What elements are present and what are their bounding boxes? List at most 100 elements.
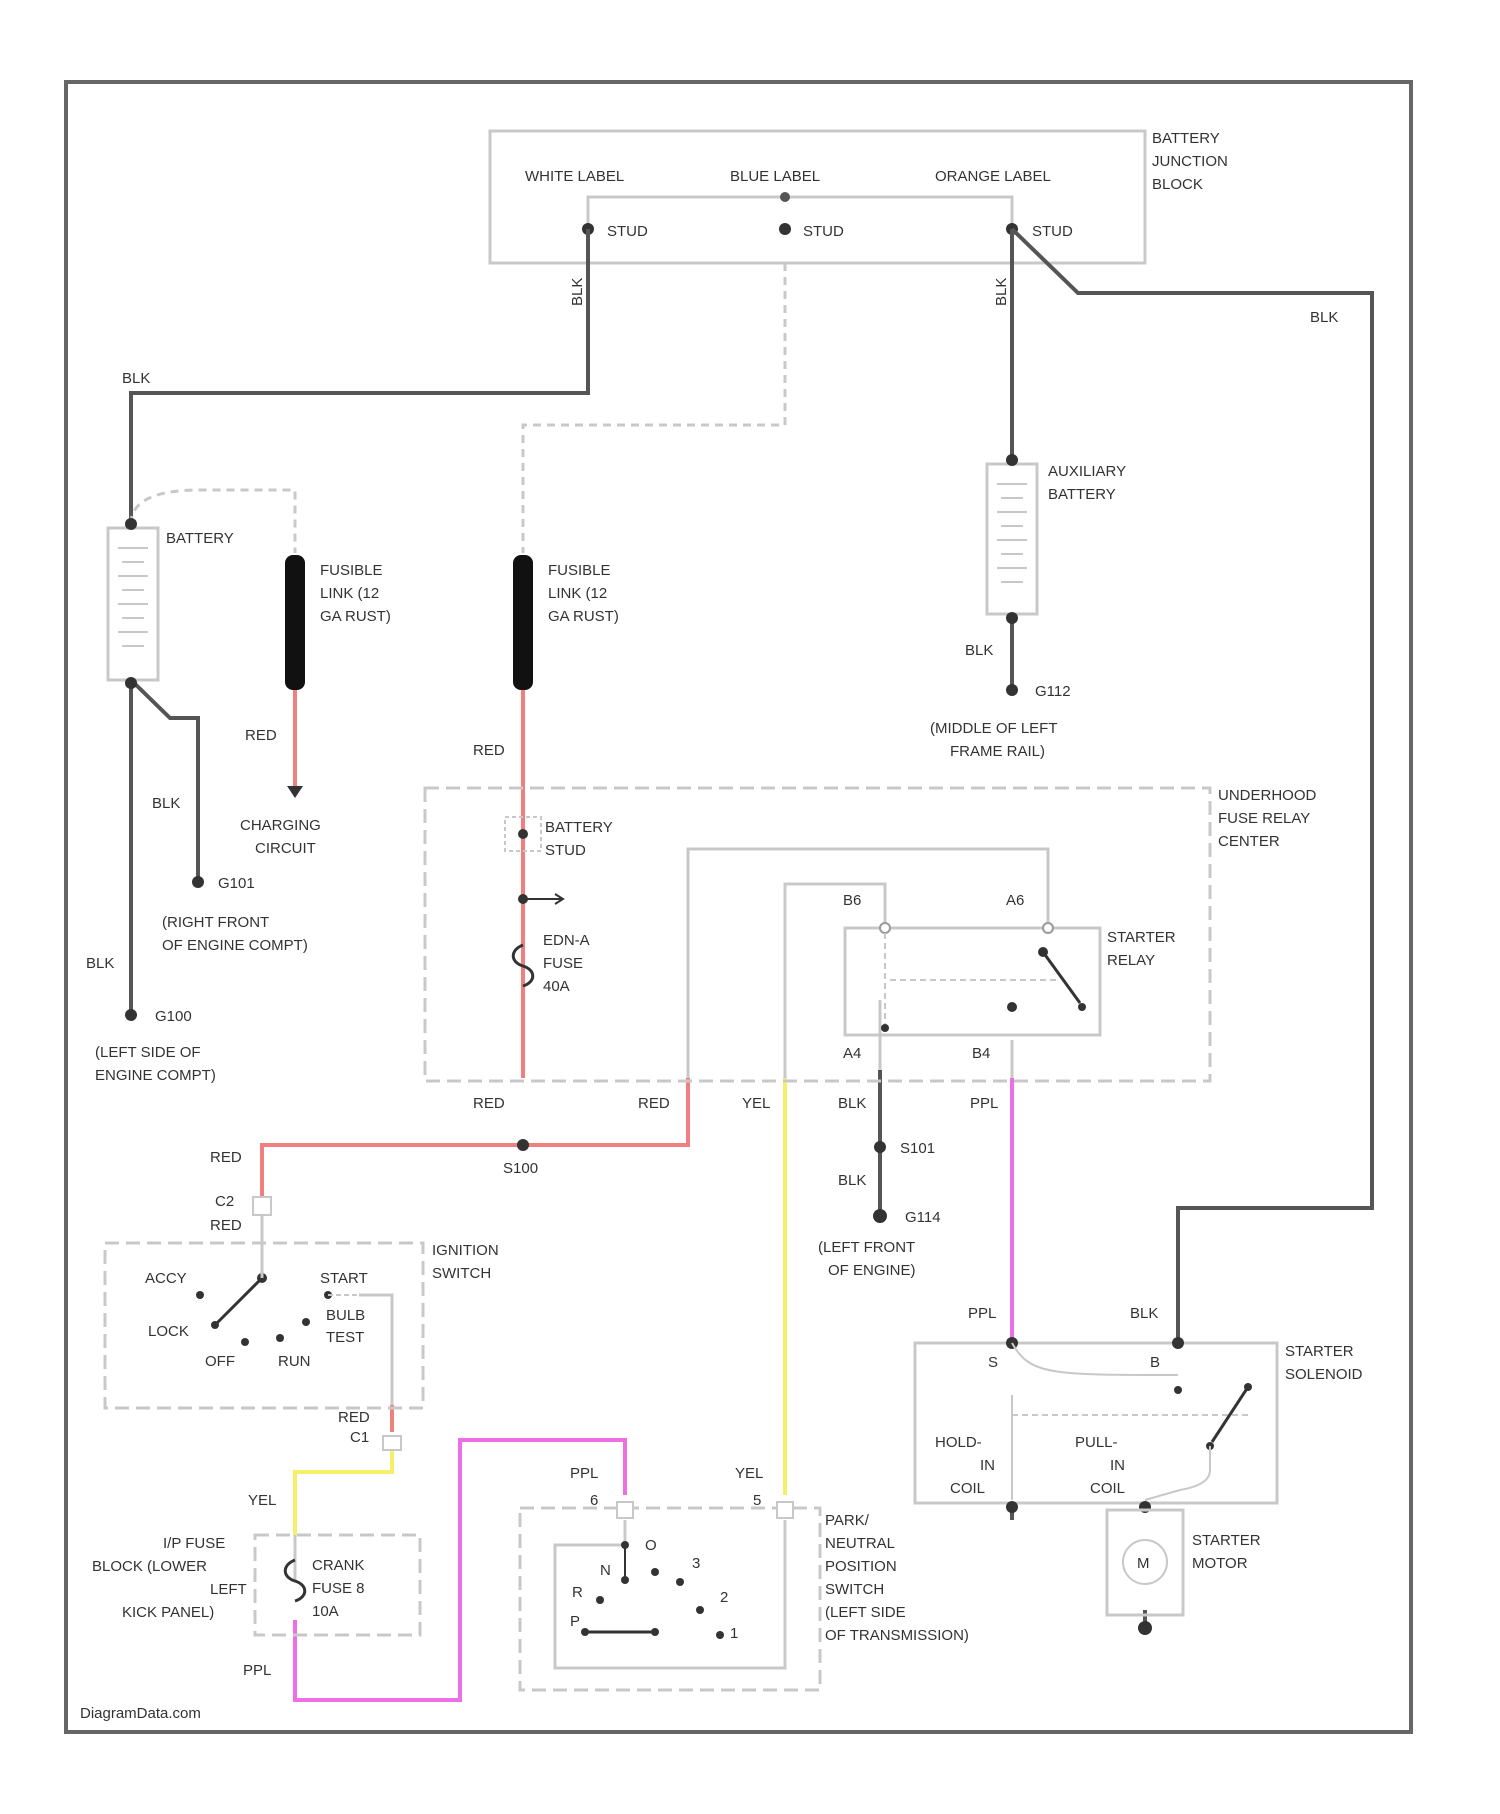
ip-fuse-block: I/P FUSE BLOCK (LOWER LEFT KICK PANEL) C… (92, 1535, 420, 1635)
stud-2-terminal (779, 223, 791, 235)
svg-text:G114: G114 (905, 1209, 941, 1226)
svg-text:(LEFT SIDE OF: (LEFT SIDE OF (95, 1044, 201, 1061)
svg-text:BLK: BLK (838, 1095, 866, 1112)
watermark: DiagramData.com (80, 1705, 201, 1722)
svg-text:YEL: YEL (248, 1492, 276, 1509)
svg-text:I/P FUSE: I/P FUSE (163, 1535, 225, 1552)
svg-text:OF ENGINE COMPT): OF ENGINE COMPT) (162, 937, 308, 954)
svg-text:FUSE: FUSE (543, 955, 583, 972)
charging-arrow (287, 786, 303, 798)
svg-text:ACCY: ACCY (145, 1270, 187, 1287)
svg-text:ENGINE COMPT): ENGINE COMPT) (95, 1067, 216, 1084)
svg-text:10A: 10A (312, 1603, 339, 1620)
svg-text:FUSE 8: FUSE 8 (312, 1580, 365, 1597)
svg-text:POSITION: POSITION (825, 1558, 897, 1575)
orange-label-text: ORANGE LABEL (935, 168, 1051, 185)
svg-text:2: 2 (720, 1589, 728, 1606)
black-wires (131, 229, 1372, 1626)
svg-text:6: 6 (590, 1492, 598, 1509)
svg-text:BLK: BLK (152, 795, 180, 812)
svg-text:FUSE RELAY: FUSE RELAY (1218, 810, 1310, 827)
fusible-link-2-line-3: GA RUST) (548, 608, 619, 625)
svg-text:CENTER: CENTER (1218, 833, 1280, 850)
svg-text:B6: B6 (843, 892, 861, 909)
aux-battery-label-2: BATTERY (1048, 486, 1116, 503)
svg-text:SWITCH: SWITCH (825, 1581, 884, 1598)
svg-text:BLK: BLK (1130, 1305, 1158, 1322)
svg-text:START: START (320, 1270, 368, 1287)
svg-text:BULB: BULB (326, 1307, 365, 1324)
svg-text:C1: C1 (350, 1429, 369, 1446)
svg-text:40A: 40A (543, 978, 570, 995)
stud-1-label: STUD (607, 223, 648, 240)
svg-text:G100: G100 (155, 1008, 192, 1025)
svg-text:S100: S100 (503, 1160, 538, 1177)
svg-text:BLK: BLK (1310, 309, 1338, 326)
svg-text:SWITCH: SWITCH (432, 1265, 491, 1282)
svg-text:B: B (1150, 1354, 1160, 1371)
blue-label-text: BLUE LABEL (730, 168, 820, 185)
svg-text:IGNITION: IGNITION (432, 1242, 499, 1259)
svg-text:RED: RED (338, 1409, 370, 1426)
svg-text:NEUTRAL: NEUTRAL (825, 1535, 895, 1552)
fusible-link-2-line-2: LINK (12 (548, 585, 607, 602)
svg-text:COIL: COIL (950, 1480, 985, 1497)
svg-text:BLOCK (LOWER: BLOCK (LOWER (92, 1558, 207, 1575)
svg-text:BLK: BLK (569, 278, 586, 306)
fusible-link-1-line-3: GA RUST) (320, 608, 391, 625)
stud-2-label: STUD (803, 223, 844, 240)
svg-text:M: M (1137, 1555, 1150, 1572)
svg-text:S: S (988, 1354, 998, 1371)
ground-g112: G112 (MIDDLE OF LEFT FRAME RAIL) (930, 683, 1071, 760)
svg-text:RED: RED (638, 1095, 670, 1112)
svg-text:BLK: BLK (838, 1172, 866, 1189)
svg-text:STARTER: STARTER (1285, 1343, 1354, 1360)
splice-s101: S101 (874, 1140, 935, 1157)
svg-text:1: 1 (730, 1625, 738, 1642)
svg-text:PPL: PPL (570, 1465, 598, 1482)
fusible-link-1-line-2: LINK (12 (320, 585, 379, 602)
svg-text:STARTER: STARTER (1107, 929, 1176, 946)
svg-text:STUD: STUD (545, 842, 586, 859)
ground-g114: G114 (LEFT FRONT OF ENGINE) (818, 1209, 941, 1279)
svg-text:PULL-: PULL- (1075, 1434, 1118, 1451)
svg-text:G112: G112 (1035, 683, 1071, 700)
svg-text:R: R (572, 1584, 583, 1601)
svg-text:IN: IN (1110, 1457, 1125, 1474)
junction-block-name-1: BATTERY (1152, 130, 1220, 147)
svg-text:UNDERHOOD: UNDERHOOD (1218, 787, 1317, 804)
battery-junction-block: WHITE LABEL BLUE LABEL ORANGE LABEL STUD… (490, 130, 1228, 263)
charging-circuit-label-2: CIRCUIT (255, 840, 316, 857)
svg-text:OF ENGINE): OF ENGINE) (828, 1262, 916, 1279)
svg-text:HOLD-: HOLD- (935, 1434, 982, 1451)
svg-text:RUN: RUN (278, 1353, 311, 1370)
battery: BATTERY (108, 518, 234, 689)
svg-text:PPL: PPL (970, 1095, 998, 1112)
svg-text:PARK/: PARK/ (825, 1512, 870, 1529)
svg-text:RED: RED (473, 1095, 505, 1112)
starter-motor: M STARTER MOTOR (1107, 1510, 1261, 1635)
svg-text:BLK: BLK (993, 278, 1010, 306)
svg-text:KICK PANEL): KICK PANEL) (122, 1604, 214, 1621)
svg-text:RELAY: RELAY (1107, 952, 1155, 969)
ignition-switch: IGNITION SWITCH C2 RED ACCY START LOCK B… (105, 1193, 499, 1450)
fusible-link-charging: FUSIBLE LINK (12 GA RUST) (285, 555, 391, 690)
starter-relay: STARTER RELAY B6 A6 A4 B4 (843, 892, 1176, 1062)
svg-text:A4: A4 (843, 1045, 861, 1062)
svg-text:PPL: PPL (243, 1662, 271, 1679)
battery-label: BATTERY (166, 530, 234, 547)
svg-text:5: 5 (753, 1492, 761, 1509)
white-label-text: WHITE LABEL (525, 168, 624, 185)
svg-text:SOLENOID: SOLENOID (1285, 1366, 1363, 1383)
svg-text:B4: B4 (972, 1045, 990, 1062)
park-neutral-position-switch: 6 5 PPL YEL O N R P 3 2 1 PARK/ NEUTRAL … (520, 1465, 969, 1690)
svg-text:O: O (645, 1537, 657, 1554)
svg-text:RED: RED (210, 1149, 242, 1166)
auxiliary-battery: AUXILIARY BATTERY (987, 454, 1126, 624)
svg-text:FRAME RAIL): FRAME RAIL) (950, 743, 1045, 760)
svg-text:S101: S101 (900, 1140, 935, 1157)
svg-text:G101: G101 (218, 875, 255, 892)
svg-text:P: P (570, 1613, 580, 1630)
svg-text:RED: RED (473, 742, 505, 759)
